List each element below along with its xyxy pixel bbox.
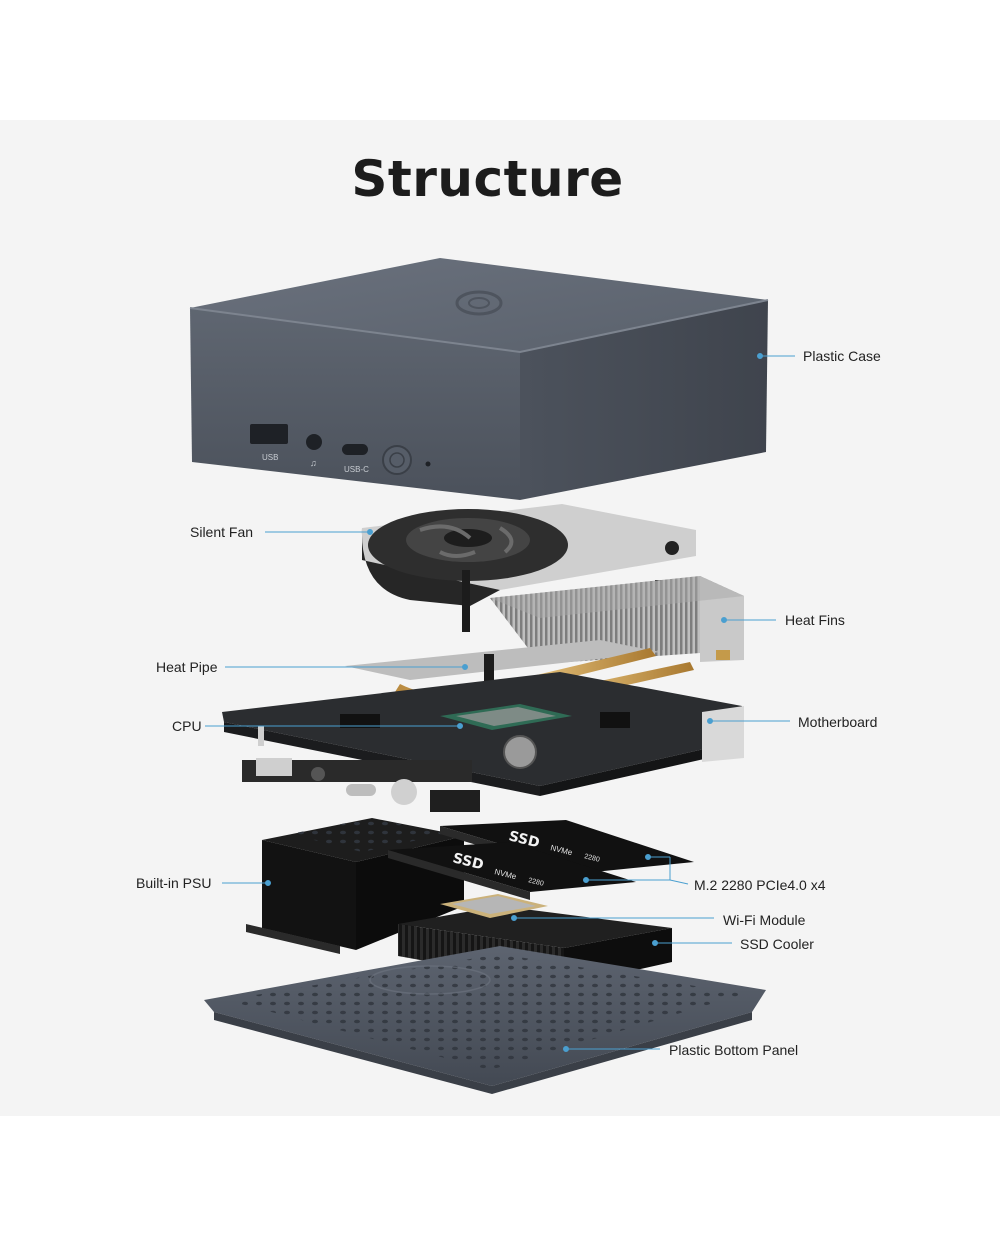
label-ssd-cooler: SSD Cooler xyxy=(740,936,814,952)
label-motherboard: Motherboard xyxy=(798,714,878,730)
label-heat-fins: Heat Fins xyxy=(785,612,845,628)
label-silent-fan: Silent Fan xyxy=(190,524,254,540)
label-wifi-module: Wi-Fi Module xyxy=(723,912,806,928)
label-heat-pipe: Heat Pipe xyxy=(156,659,218,675)
label-built-in-psu: Built-in PSU xyxy=(136,875,212,891)
ssd-brand-2: SSD xyxy=(451,850,485,873)
usb-port-icon xyxy=(250,424,288,444)
ssd-capacity-2: 2280 xyxy=(528,877,545,888)
ssd-modules: SSD NVMe 2280 SSD NVMe 2280 xyxy=(388,820,694,900)
power-button-icon xyxy=(382,445,412,475)
led-indicator-icon xyxy=(425,461,431,467)
label-m2-ssd: M.2 2280 PCIe4.0 x4 xyxy=(694,877,826,893)
label-cpu: CPU xyxy=(172,718,202,734)
logo-icon xyxy=(455,290,503,316)
page-title: Structure xyxy=(351,150,624,208)
usbc-port-icon xyxy=(342,444,368,455)
motherboard xyxy=(222,672,744,812)
plastic-case: USB ♫ USB-C xyxy=(189,258,769,500)
usb-port-label: USB xyxy=(262,453,278,462)
label-bottom-panel: Plastic Bottom Panel xyxy=(669,1042,799,1058)
usbc-port-label: USB-C xyxy=(344,465,369,474)
ssd-brand-1: SSD xyxy=(507,828,541,851)
leader-lines xyxy=(205,353,795,1052)
audio-jack-icon xyxy=(306,434,322,450)
headphone-icon: ♫ xyxy=(310,458,317,468)
ssd-capacity-1: 2280 xyxy=(584,853,601,864)
wifi-module xyxy=(440,894,548,918)
silent-fan xyxy=(361,504,696,650)
label-plastic-case: Plastic Case xyxy=(803,348,881,364)
plastic-bottom-panel xyxy=(204,946,766,1094)
